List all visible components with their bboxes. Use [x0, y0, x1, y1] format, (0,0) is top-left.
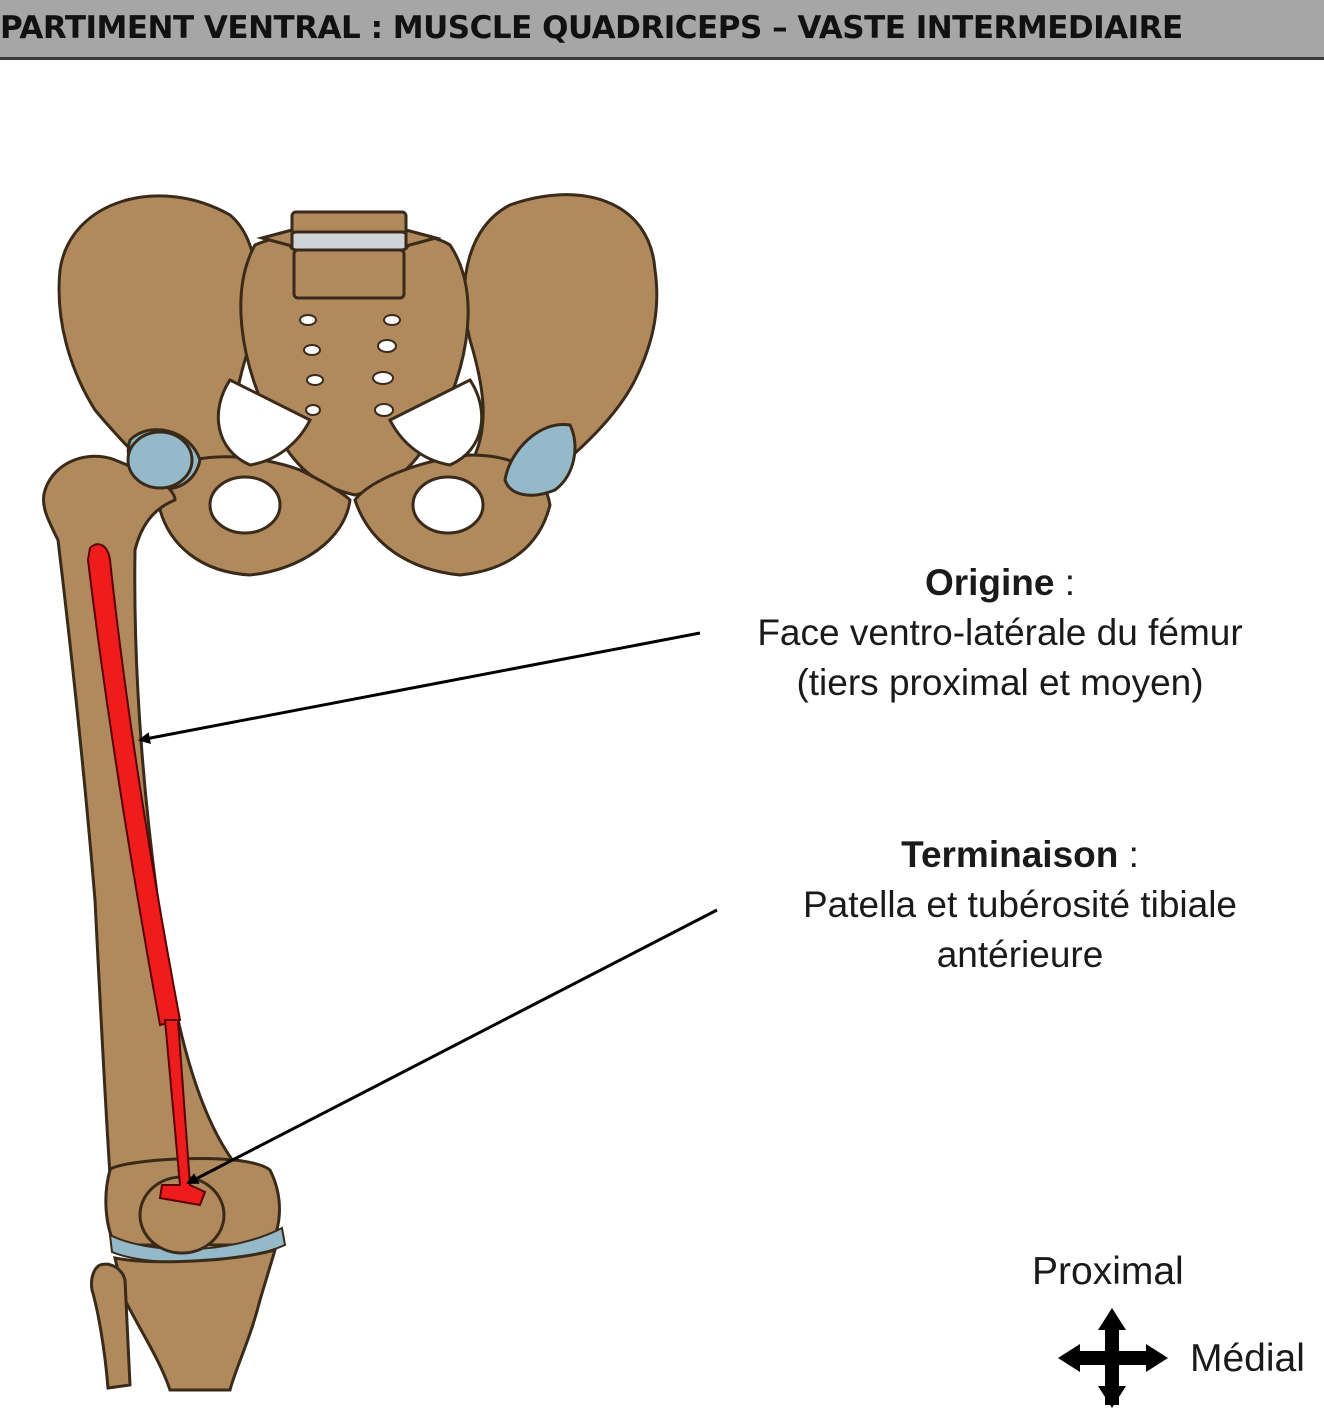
termination-label: Terminaison : Patella et tubérosité tibi… [720, 830, 1320, 980]
pelvic-inlet-right [387, 378, 484, 467]
origin-line-1: Face ventro-latérale du fémur [757, 612, 1243, 653]
compass-medial-label: Médial [1190, 1337, 1305, 1380]
fibula [90, 1262, 132, 1390]
right-ilium [462, 193, 659, 492]
origin-arrow [138, 631, 701, 745]
termination-heading: Terminaison [901, 834, 1119, 875]
termination-line-1: Patella et tubérosité tibiale [803, 884, 1237, 925]
tibia [112, 1247, 278, 1392]
pelvic-inlet [216, 378, 313, 467]
obturator-foramina [208, 475, 485, 535]
lumbar-vertebra [256, 210, 442, 300]
origin-heading: Origine [924, 562, 1055, 603]
origin-line-2: (tiers proximal et moyen) [796, 662, 1204, 703]
vastus-intermedius-muscle [86, 543, 207, 1207]
compass-proximal-label: Proximal [1032, 1250, 1184, 1293]
page-title: PARTIMENT VENTRAL : MUSCLE QUADRICEPS – … [0, 10, 1183, 46]
page-header: PARTIMENT VENTRAL : MUSCLE QUADRICEPS – … [0, 0, 1324, 60]
sacral-foramina [299, 314, 401, 417]
termination-line-2: antérieure [936, 934, 1104, 975]
origin-colon: : [1054, 562, 1076, 603]
termination-colon: : [1118, 834, 1139, 875]
femoral-head [126, 430, 194, 490]
orientation-compass [1058, 1308, 1168, 1408]
termination-arrow [186, 908, 718, 1185]
origin-label: Origine : Face ventro-latérale du fémur … [700, 558, 1300, 708]
